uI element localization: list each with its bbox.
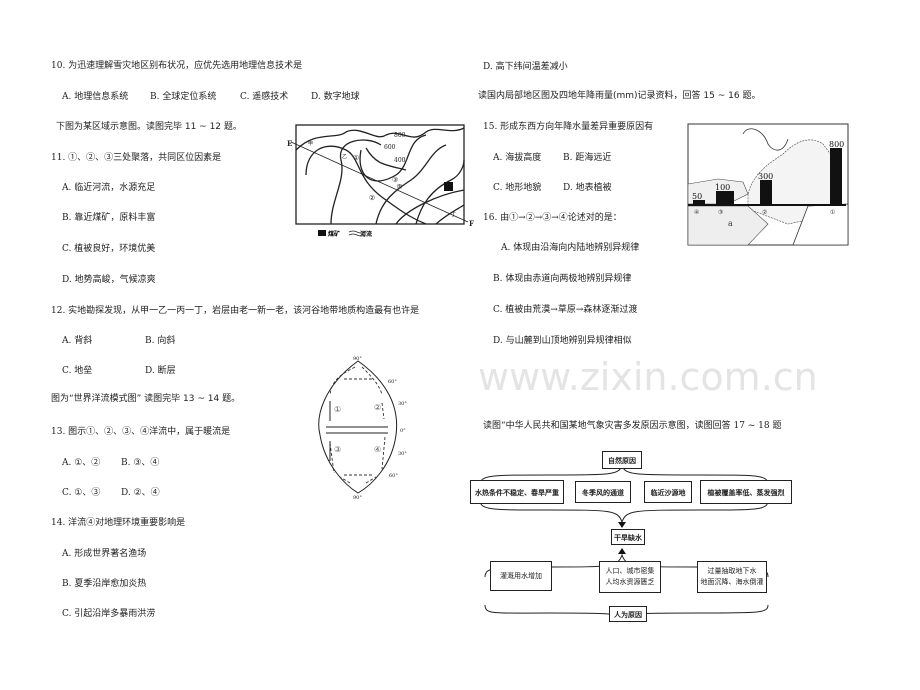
question-11: 11. ①、②、③三处聚落，共同区位因素是 [51,153,222,163]
q12-option-b: B. 向斜 [145,336,176,346]
q12-option-a: A. 背斜 [62,336,93,346]
question-16: 16. 由①→②→③→④论述对的是： [483,213,622,223]
q10-option-c: C. 遥感技术 [240,92,289,102]
lat-0: 0° [400,428,406,434]
q11-option-b: B. 靠近煤矿，原料丰富 [62,213,156,223]
q13-option-b: B. ③、④ [121,458,160,468]
human-cause-3: 过量抽取地下水 地面沉降、海水倒灌 [697,561,767,593]
arrow-up-icon [618,548,626,554]
intro-15-16: 读国内局部地区图及四地年降雨量(mm)记录资料，回答 15 ~ 16 题。 [478,91,761,101]
label-f: F [469,219,474,228]
question-14: 14. 洋流④对地理环境重要影响是 [51,518,186,528]
natural-cause-2: 冬季风的通道 [575,481,631,503]
human-cause-2: 人口、城市密集 人均水资源匮乏 [599,561,661,593]
q12-option-d: D. 断层 [145,366,176,376]
region-contour-map: E F 甲 乙 丙 丁 800 600 400 ① ② ③ 煤矿 河流 [287,124,474,238]
q16-option-c: C. 植被由荒漠→草原→森林逐渐过渡 [493,305,638,315]
rain-value-100: 100 [715,183,730,192]
intro-11-12: 下图为某区域示意图。读图完毕 11 ~ 12 题。 [56,122,242,132]
q11-option-d: D. 地势高峻，气候凉爽 [62,275,156,285]
natural-cause-1: 水热条件不稳定、春旱严重 [470,480,564,504]
rain-bar-4 [693,200,705,205]
lat-60s: 60° [389,473,398,479]
intro-17-18: 读图“中华人民共和国某地气象灾害多发原因示意图，读图回答 17 ~ 18 题 [483,421,782,431]
q15-option-a: A. 海拔高度 [493,153,542,163]
q13-option-c: C. ①、③ [62,488,101,498]
lat-90n: 90° [353,356,362,362]
ocean-current-diagram: 90° 60° 30° 0° 30° 60° 90° ① ② ③ ④ [318,356,407,501]
label-bing: 丙 [397,184,402,190]
rainfall-map: 50 100 300 800 ④ ③ ② ① a [687,123,849,246]
label-e: E [287,139,292,148]
q10-option-d: D. 数字地球 [311,92,360,102]
q15-option-c: C. 地形地貌 [493,183,542,193]
site-1: ① [830,209,835,216]
q15-option-d: D. 地表植被 [563,183,612,193]
q15-option-b: B. 距海远近 [563,153,612,163]
contour-600: 600 [384,144,396,151]
legend-river: 河流 [360,230,372,238]
q11-option-c: C. 植被良好，环境优美 [62,244,156,254]
question-15: 15. 形成东西方向年降水量差异重要原因有 [483,122,654,132]
current-2: ② [374,403,381,412]
q16-option-a: A. 体现由沿海向内陆地辨别异规律 [501,243,640,253]
human-cause-1: 灌溉用水增加 [490,561,552,591]
question-12: 12. 实地勘探发现，从甲一乙一丙一丁，岩层由老一新一老，该河谷地带地质构造最有… [51,306,420,316]
label-yi: 乙 [342,153,347,160]
q11-option-a: A. 临近河流，水源充足 [62,183,156,193]
rain-bar-2 [760,180,772,205]
rain-value-50: 50 [692,192,702,201]
rain-value-800: 800 [829,140,844,149]
q13-option-a: A. ①、② [62,458,101,468]
q10-option-a: A. 地理信息系统 [62,92,129,102]
rain-value-300: 300 [758,172,773,181]
q16-option-d: D. 与山麓到山顶地辨别异规律相似 [493,336,632,346]
rain-bar-3 [716,191,734,205]
intro-13-14: 图为“世界洋流模式图” 读图完毕 13 ~ 14 题。 [51,394,241,404]
arrow-down-icon [618,522,626,528]
contour-800: 800 [394,132,406,139]
q12-option-c: C. 地垒 [62,366,93,376]
legend-coal: 煤矿 [328,230,340,238]
site-2: ② [762,209,767,216]
watermark: www.zixin.com.cn [478,355,818,399]
coal-mine-marker [444,182,453,191]
natural-cause-3: 临近沙源地 [644,481,692,503]
site-4: ④ [694,209,699,216]
lat-30n: 30° [398,401,407,407]
label-a: a [728,219,733,228]
drought-box: 干旱缺水 [611,529,645,545]
lat-60n: 60° [388,379,397,385]
question-13: 13. 图示①、②、③、④洋流中，属于暖流是 [51,427,231,437]
lat-30s: 30° [398,451,407,457]
natural-causes-box: 自然原因 [602,451,642,469]
current-3: ③ [334,445,341,454]
label-jia: 甲 [308,141,313,147]
natural-cause-4: 植被覆盖率低、蒸发强烈 [700,480,792,504]
q13-option-d: D. ②、④ [121,488,160,498]
contour-400: 400 [394,157,406,164]
label-ding: 丁 [451,212,456,218]
settlement-1: ① [353,154,359,162]
lat-90s: 90° [353,495,362,501]
q14-option-b: B. 夏季沿岸愈加炎热 [62,579,147,589]
legend-coal-icon [318,230,326,236]
legend-river-icon [348,230,366,237]
settlement-2: ② [369,194,375,202]
human-causes-box: 人为原因 [609,606,647,622]
q14-option-d: D. 高下纬间温差减小 [483,62,568,72]
rain-bar-1 [830,148,842,205]
q10-option-b: B. 全球定位系统 [150,92,217,102]
q14-option-c: C. 引起沿岸多暴雨洪涝 [62,609,156,619]
question-10: 10. 为迅速理解雪灾地区别布状况，应优先选用地理信息技术是 [51,61,303,71]
site-3: ③ [718,209,723,216]
q16-option-b: B. 体现由赤道向两极地辨别异规律 [493,274,632,284]
current-4: ④ [374,445,381,454]
settlement-3: ③ [392,176,398,184]
current-1: ① [334,405,341,414]
q14-option-a: A. 形成世界著名渔场 [62,549,147,559]
